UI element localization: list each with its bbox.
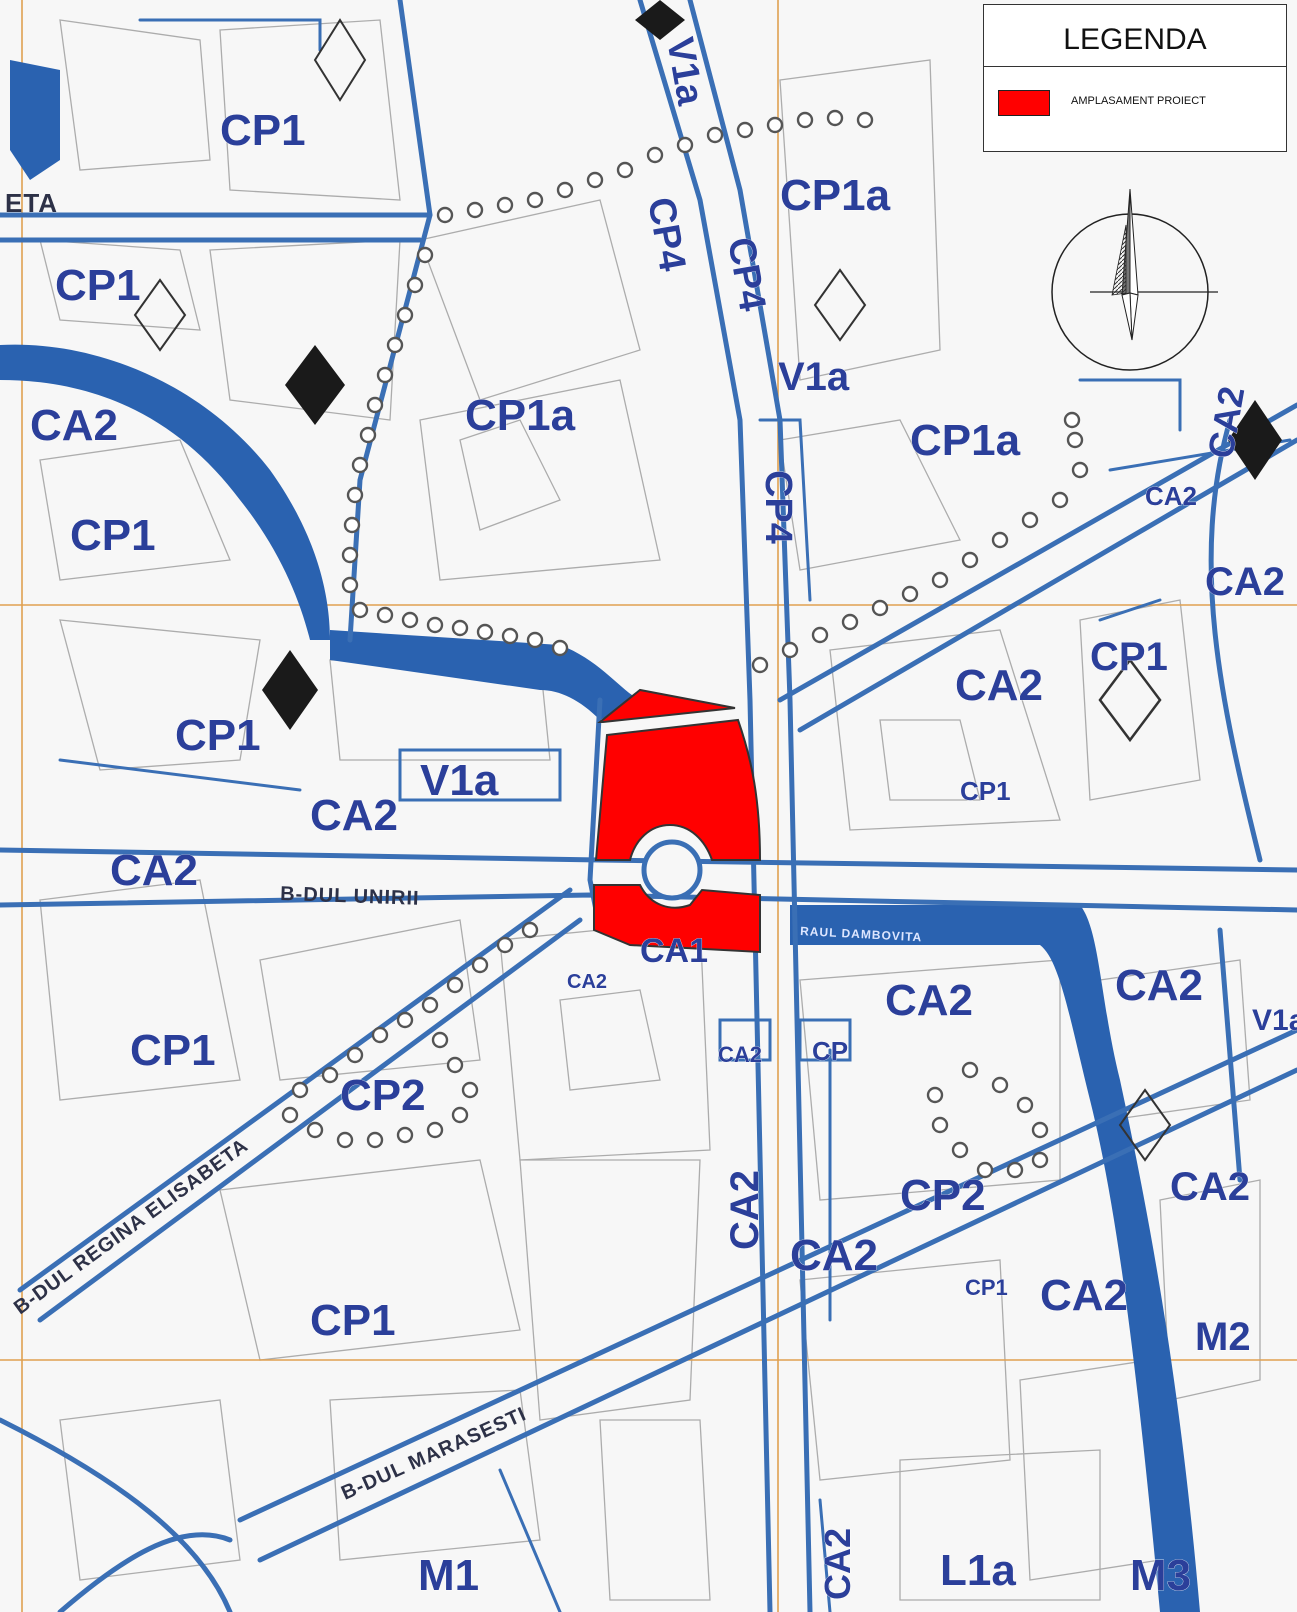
north-arrow-icon — [1051, 188, 1218, 371]
zone-label: CP1a — [465, 391, 576, 440]
zone-label: CA2 — [110, 846, 198, 895]
zone-label: M2 — [1195, 1315, 1251, 1359]
zone-label: CP1 — [130, 1026, 216, 1075]
monument-outline-icon — [1098, 657, 1162, 743]
zone-label: CP1 — [1090, 635, 1168, 679]
zone-label: CP1a — [910, 416, 1021, 465]
legend-panel: LEGENDA AMPLASAMENT PROIECT — [983, 4, 1287, 152]
zone-label: CA2 — [1040, 1271, 1128, 1320]
monument-diamond-icon — [635, 0, 685, 40]
zone-label: CP1 — [70, 511, 156, 560]
monument-markers — [133, 0, 1282, 1162]
legend-title: LEGENDA — [984, 5, 1286, 67]
zone-label: CA2 — [885, 976, 973, 1025]
monument-outline-icon — [313, 18, 367, 102]
zone-label: CP1a — [780, 171, 891, 220]
street-label: B-DUL UNIRII — [280, 883, 420, 910]
zone-label: CP1 — [220, 106, 306, 155]
legend-swatch-project-site — [998, 90, 1050, 116]
zone-label: CP — [812, 1036, 848, 1066]
zone-label: CA2 — [1145, 481, 1197, 511]
monument-diamond-icon — [285, 345, 345, 425]
zone-label: CA2 — [790, 1231, 878, 1280]
zone-label: CA2 — [567, 971, 607, 993]
zone-label: CP1 — [55, 261, 141, 310]
zone-label: V1a — [1252, 1004, 1297, 1037]
street-label: ETA — [5, 188, 58, 218]
zone-label: CP1 — [960, 776, 1011, 806]
zone-label: V1a — [778, 355, 850, 399]
zone-label: CP2 — [340, 1071, 426, 1120]
zone-label: CA2 — [30, 401, 118, 450]
zone-label: V1a — [420, 756, 499, 805]
zone-label: CA2 — [1115, 961, 1203, 1010]
zone-label: CA2 — [955, 661, 1043, 710]
zone-label: CA2 — [718, 1042, 762, 1067]
zone-label: CA2 — [817, 1528, 858, 1600]
zone-label: M1 — [418, 1551, 479, 1600]
legend-item-label: AMPLASAMENT PROIECT — [1071, 95, 1206, 107]
zone-label: M3 — [1130, 1551, 1191, 1600]
project-site-parcel — [597, 688, 736, 723]
zone-label: CA2 — [310, 791, 398, 840]
zone-label: CA2 — [723, 1170, 767, 1250]
project-site-parcel — [593, 884, 761, 954]
zone-label: CA2 — [1170, 1165, 1250, 1209]
protected-area-boundary — [281, 109, 1089, 1179]
zone-label: CA1 — [640, 932, 708, 970]
monument-diamond-icon — [262, 650, 318, 730]
zone-label: CP4 — [757, 470, 799, 544]
monument-diamond-icon — [1228, 400, 1282, 480]
zone-label: L1a — [940, 1546, 1016, 1595]
zone-label: CP2 — [900, 1171, 986, 1220]
project-site-area — [593, 688, 762, 954]
monument-outline-icon — [813, 268, 867, 342]
monument-outline-icon — [1118, 1088, 1172, 1162]
project-site-parcel — [594, 718, 762, 861]
zone-label: CP1 — [175, 711, 261, 760]
parcel-lines — [39, 19, 1261, 1601]
street-label: RAUL DAMBOVITA — [800, 924, 923, 944]
zone-label: CP1 — [310, 1296, 396, 1345]
zone-label: CA2 — [1205, 560, 1285, 604]
monument-outline-icon — [133, 278, 187, 352]
zone-label: CP1 — [965, 1275, 1008, 1300]
unirii-roundabout — [641, 839, 703, 901]
